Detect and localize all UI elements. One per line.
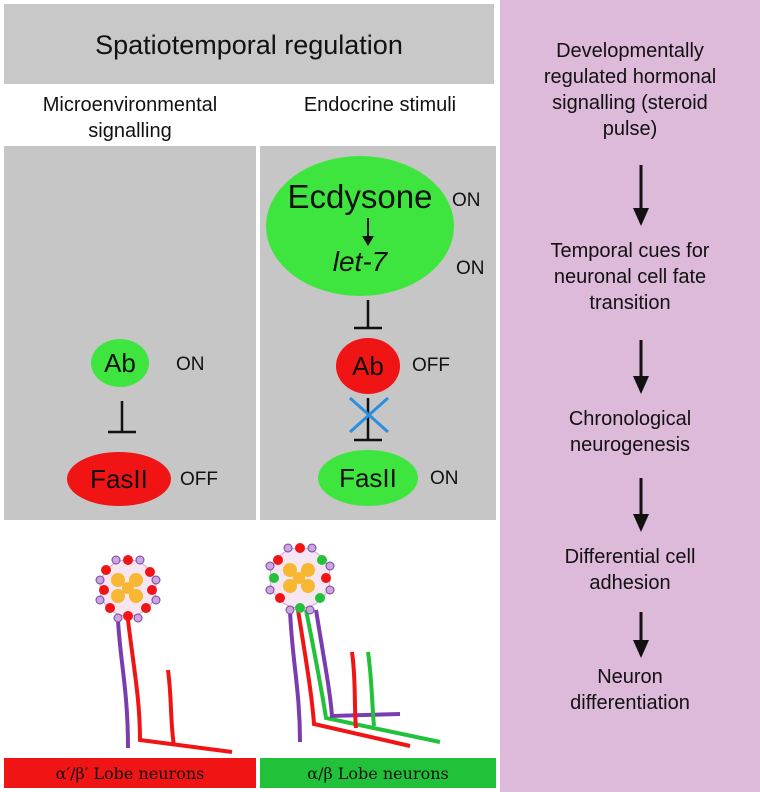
column-label-endocrine: Endocrine stimuli bbox=[303, 94, 457, 116]
fasii-on-state-label: ON bbox=[430, 468, 459, 489]
ecdysone-node bbox=[266, 156, 454, 296]
page-title: Spatiotemporal regulation bbox=[95, 30, 403, 60]
let7-inhibits-ab-arrow bbox=[354, 300, 382, 330]
ab-off-state-label: OFF bbox=[412, 355, 450, 376]
ab-state-label: ON bbox=[176, 354, 205, 375]
pathway-arrow-1 bbox=[633, 165, 649, 226]
ab-node-off: Ab bbox=[336, 338, 400, 394]
pathway-arrow-3 bbox=[633, 478, 649, 532]
pathway-step-chronological-neurogenesis: Chronological neurogenesis bbox=[568, 408, 692, 456]
column-label-microenvironmental: Microenvironmental signalling bbox=[42, 94, 218, 142]
pathway-step-neuron-differentiation: Neuron differentiation bbox=[570, 666, 690, 714]
let7-label: let-7 bbox=[332, 246, 388, 277]
ab-node-on: Ab bbox=[91, 339, 149, 387]
pathway-arrow-4 bbox=[633, 612, 649, 658]
pathway-arrow-2 bbox=[633, 340, 649, 394]
alpha-prime-beta-prime-lobe-bar: α′/β′ Lobe neurons bbox=[4, 758, 256, 788]
ecdysone-state-label: ON bbox=[452, 190, 481, 211]
ecdysone-to-let7-arrow bbox=[362, 218, 374, 246]
ecdysone-label: Ecdysone bbox=[287, 178, 433, 215]
temporal-pathway-panel bbox=[500, 0, 760, 792]
blocked-inhibition-arrow bbox=[348, 396, 390, 442]
pathway-step-hormonal-signalling: Developmentally regulated hormonal signa… bbox=[543, 40, 717, 140]
fasii-state-label: OFF bbox=[180, 469, 218, 490]
pathway-arrows bbox=[633, 165, 649, 658]
alpha-prime-beta-prime-neuron-icon bbox=[95, 555, 233, 754]
title-banner bbox=[4, 4, 494, 84]
ab-inhibits-fasii-arrow bbox=[108, 401, 136, 434]
neuron-illustrations bbox=[95, 543, 441, 754]
fasii-node-off: FasII bbox=[67, 452, 171, 506]
fasii-node-on: FasII bbox=[318, 450, 418, 506]
let7-state-label: ON bbox=[456, 258, 485, 279]
pathway-step-temporal-cues: Temporal cues for neuronal cell fate tra… bbox=[550, 240, 710, 314]
alpha-beta-neuron-icon bbox=[265, 543, 441, 748]
alpha-beta-lobe-bar: α/β Lobe neurons bbox=[260, 758, 496, 788]
pathway-step-differential-adhesion: Differential cell adhesion bbox=[564, 546, 696, 594]
